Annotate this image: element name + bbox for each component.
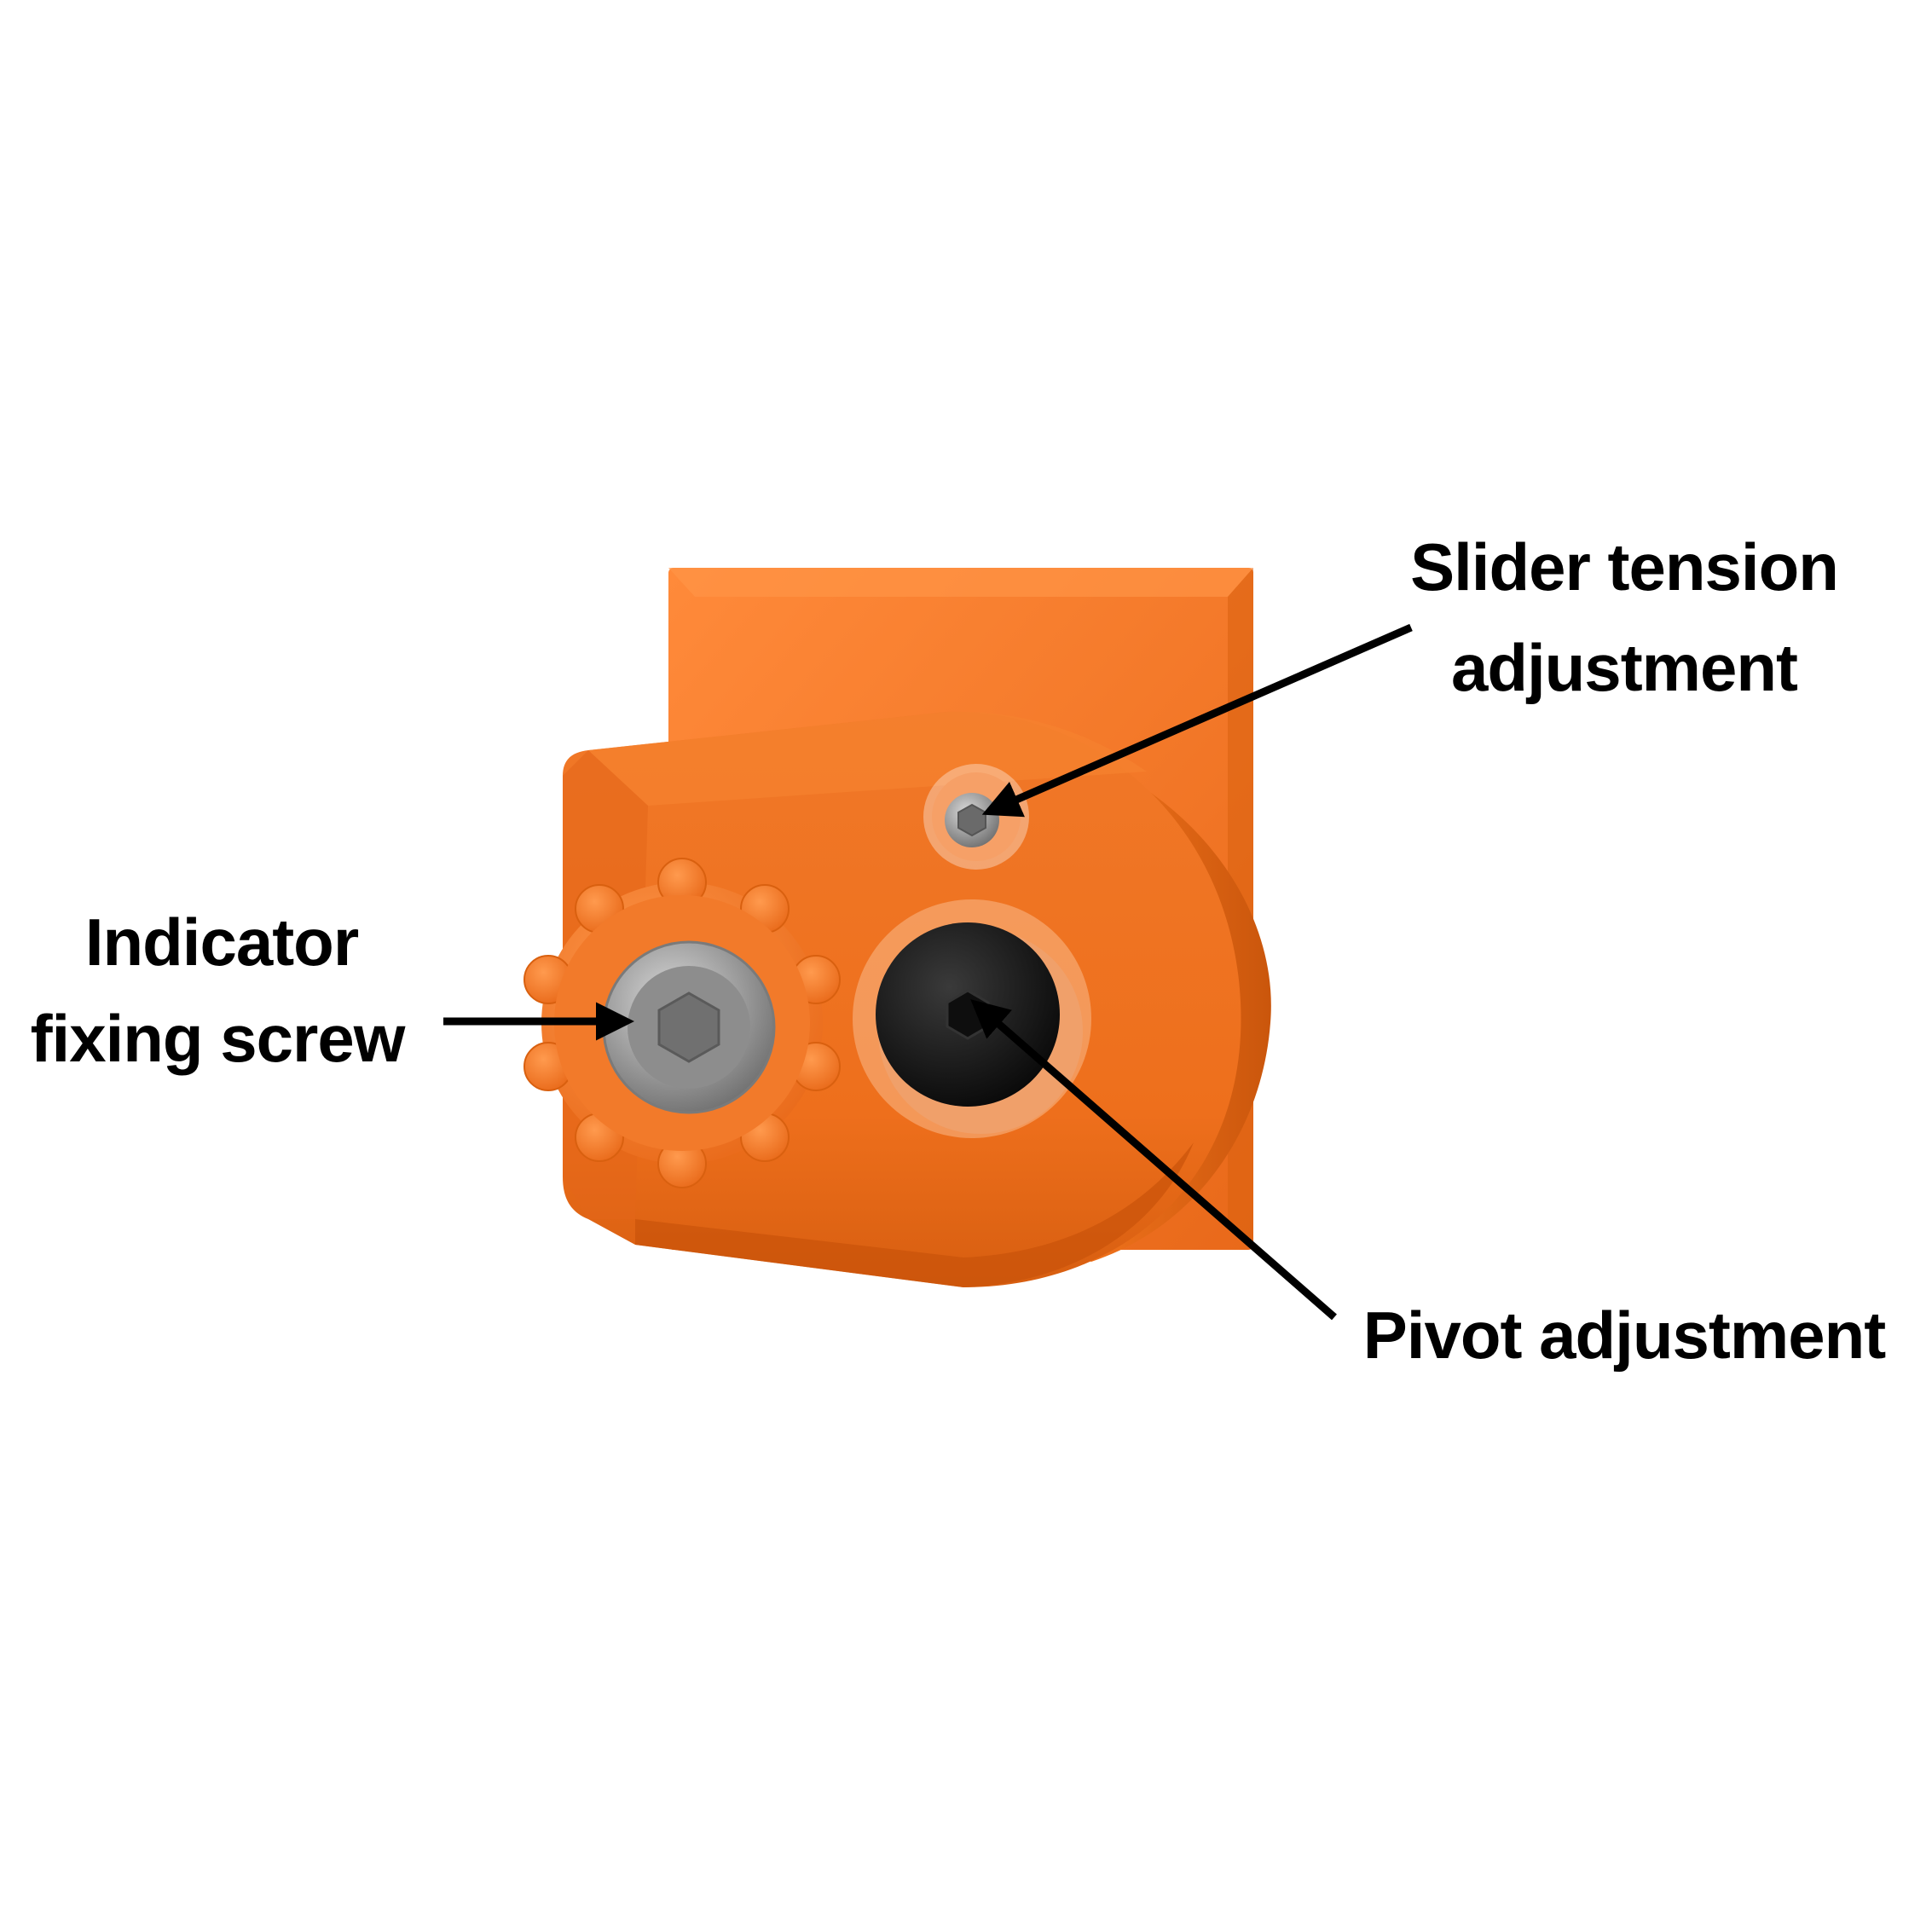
indicator-screw-label-line1: Indicator (85, 905, 359, 980)
slider-tension-label-line1: Slider tension (1410, 529, 1838, 604)
arrow-slider-tension (981, 623, 1413, 818)
indicator-fixing-screw (602, 940, 776, 1114)
pivot-label: Pivot adjustment (1363, 1298, 1886, 1373)
arrow-pivot (970, 999, 1337, 1321)
slider-tension-label-line2: adjustment (1451, 630, 1798, 705)
callout-arrows (443, 623, 1413, 1321)
callout-pivot: Pivot adjustment (1363, 1298, 1887, 1373)
indicator-screw-label-line2: fixing screw (31, 1001, 406, 1076)
slider-tension-screw (923, 764, 1029, 870)
front-body-side (1066, 767, 1271, 1262)
pivot-screw (853, 899, 1091, 1138)
callout-indicator-screw: Indicator fixing screw (31, 905, 407, 1076)
callout-slider-tension: Slider tension adjustment (1410, 529, 1839, 705)
